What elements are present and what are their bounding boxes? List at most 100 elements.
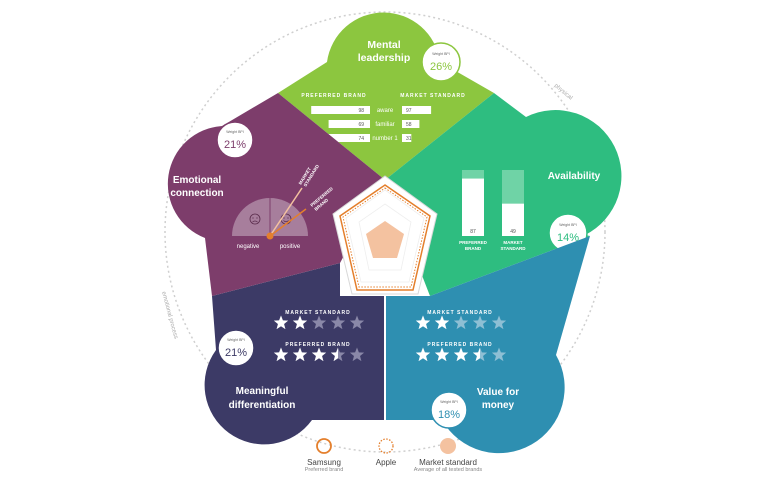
- mental-title-line2: leadership: [358, 52, 411, 64]
- legend-market: Market standard Average of all tested br…: [398, 456, 498, 473]
- legend-samsung-icon: [316, 438, 332, 454]
- meaningful-weight-label: Weight BPI: [227, 338, 244, 342]
- value-title-line2: money: [482, 400, 515, 411]
- legend-market-icon: [440, 438, 456, 454]
- radar-grid-1: [345, 189, 425, 283]
- meaningful-stars: [273, 315, 365, 362]
- legend-market-sub: Average of all tested brands: [413, 467, 483, 473]
- mental-market-bar: [402, 120, 420, 128]
- star-filled: [453, 347, 469, 362]
- availability-weight-label: Weight BPI: [559, 223, 576, 227]
- star-empty: [311, 315, 327, 330]
- meaningful-weight-value: 21%: [225, 347, 247, 359]
- legend-apple-icon: [378, 438, 394, 454]
- star-empty: [453, 315, 469, 330]
- mental-market-bar: [402, 106, 432, 114]
- legend-samsung-title: Samsung: [307, 458, 341, 467]
- emotional-weight-label: Weight BPI: [226, 130, 243, 134]
- sad-face-icon: [249, 213, 261, 225]
- star-filled: [434, 347, 450, 362]
- value-stars: [415, 315, 507, 362]
- star-empty: [472, 315, 488, 330]
- star-empty: [349, 315, 365, 330]
- mental-weight-value: 26%: [430, 61, 452, 73]
- star-filled: [311, 347, 327, 362]
- emotional-weight-value: 21%: [224, 139, 246, 151]
- section-emotional-connection: Emotional connection Weight BPI 21% MARK…: [167, 93, 385, 296]
- value-weight-label: Weight BPI: [440, 400, 457, 404]
- legend-samsung: Samsung Preferred brand: [274, 456, 374, 473]
- radar-samsung: [339, 184, 431, 291]
- legend-samsung-sub: Preferred brand: [304, 467, 344, 473]
- gauge-negative-label: negative: [237, 244, 260, 250]
- availability-title: Availability: [548, 171, 601, 182]
- outer-label-emotional-process: emotional process: [160, 291, 178, 340]
- value-weight-value: 18%: [438, 409, 460, 421]
- market-needle: [269, 187, 303, 237]
- availability-bar-value: 49: [510, 229, 516, 235]
- star-filled: [434, 315, 450, 330]
- star-empty: [491, 347, 507, 362]
- value-title-line1: Value for: [477, 387, 519, 398]
- mental-weight-badge: [421, 42, 461, 82]
- star-filled: [273, 315, 289, 330]
- meaningful-title-line2: differentiation: [229, 400, 296, 411]
- mental-preferred-value: 69: [358, 122, 364, 128]
- availability-bar-fill: [502, 203, 524, 236]
- mental-preferred-bar: [328, 120, 370, 128]
- emotional-title-line1: Emotional: [173, 175, 222, 186]
- star-empty: [349, 347, 365, 362]
- availability-bar-label-line1: MARKET: [503, 240, 522, 245]
- mental-wedge: [278, 12, 494, 181]
- mental-market-value: 97: [406, 108, 412, 114]
- availability-bar-value: 87: [470, 229, 476, 235]
- value-weight-badge: [430, 391, 468, 429]
- availability-bar-fill: [462, 178, 484, 236]
- star-empty: [491, 315, 507, 330]
- legend-apple: Apple: [336, 456, 436, 467]
- mental-market-label: MARKET STANDARD: [400, 93, 465, 99]
- mental-market-value: 58: [406, 122, 412, 128]
- radar-grid-2: [358, 203, 412, 271]
- mental-preferred-bar: [311, 106, 370, 114]
- mental-weight-label: Weight BPI: [432, 52, 449, 56]
- star-filled: [472, 347, 480, 362]
- mental-preferred-label: PREFERRED BRAND: [301, 93, 366, 99]
- meaningful-market-label: MARKET STANDARD: [285, 310, 350, 316]
- star-filled: [292, 347, 308, 362]
- meaningful-title-line1: Meaningful: [236, 386, 289, 397]
- emotional-weight-badge: [216, 121, 254, 159]
- star-filled: [415, 315, 431, 330]
- star-filled: [415, 347, 431, 362]
- value-preferred-label: PREFERRED BRAND: [427, 342, 492, 348]
- mental-row-label: number 1: [372, 136, 398, 142]
- radar-market: [366, 221, 404, 258]
- legend-market-title: Market standard: [419, 458, 477, 467]
- mental-market-value: 31: [406, 136, 412, 142]
- mental-preferred-value: 98: [358, 108, 364, 114]
- star-filled: [292, 315, 308, 330]
- value-market-label: MARKET STANDARD: [427, 310, 492, 316]
- section-availability: Availability Weight BPI 14% 87PREFERREDB…: [385, 93, 622, 296]
- availability-bar-label-line2: BRAND: [465, 246, 482, 251]
- mental-row-label: familiar: [375, 122, 394, 128]
- mental-title-line1: Mental: [367, 39, 400, 51]
- availability-weight-value: 14%: [557, 232, 579, 244]
- outer-dotted-ring: [164, 11, 606, 453]
- gauge-positive-label: positive: [280, 244, 301, 250]
- availability-bar-label-line2: STANDARD: [501, 246, 527, 251]
- mental-market-bar: [402, 134, 412, 142]
- meaningful-preferred-label: PREFERRED BRAND: [285, 342, 350, 348]
- star-filled: [330, 347, 338, 362]
- meaningful-wedge: [204, 296, 384, 445]
- mental-preferred-bar: [325, 134, 370, 142]
- radar-apple: [342, 187, 428, 288]
- emotional-title-line2: connection: [170, 188, 223, 199]
- gauge-pivot: [266, 232, 274, 240]
- legend-apple-title: Apple: [375, 458, 397, 467]
- section-value-for-money: Value for money Weight BPI 18% MARKET ST…: [386, 236, 590, 454]
- section-mental-leadership: Mental leadership Weight BPI 26% PREFERR…: [278, 12, 494, 181]
